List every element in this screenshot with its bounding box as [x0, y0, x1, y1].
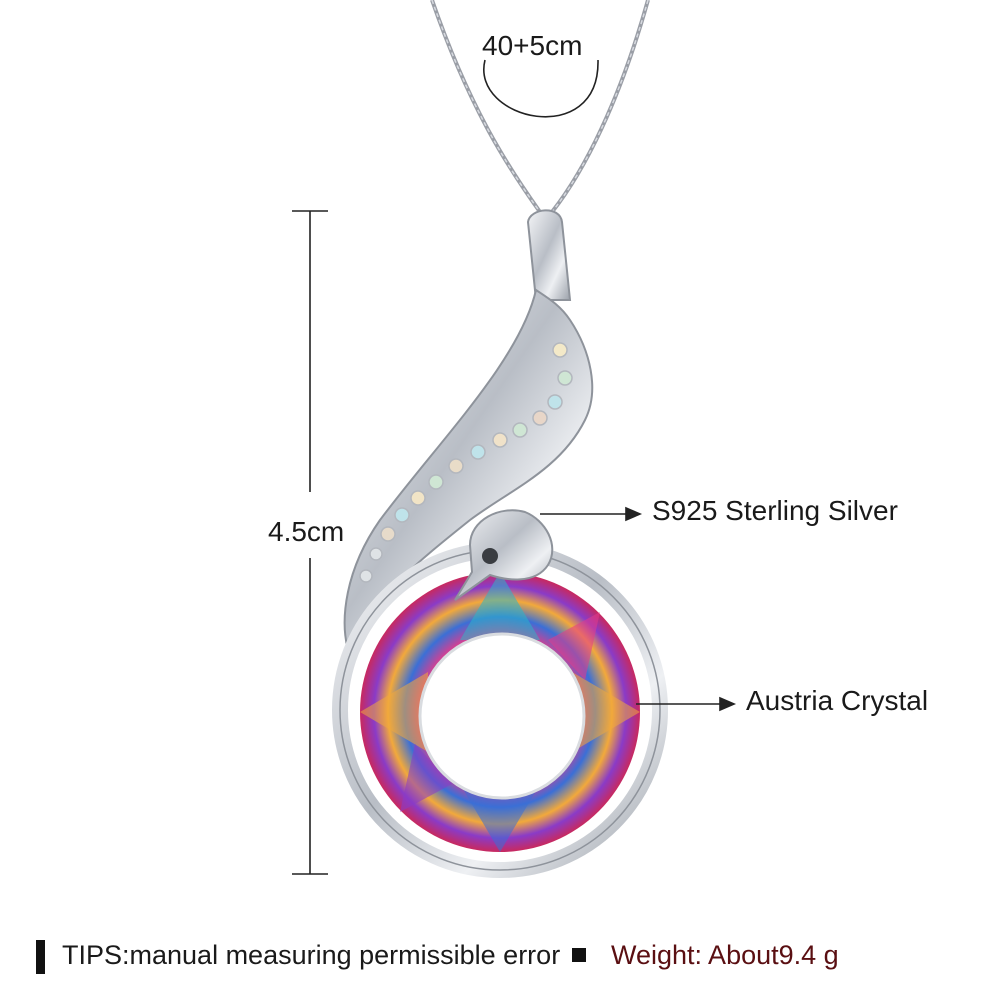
crystal-center-hole [418, 632, 586, 800]
pendant-bail [526, 209, 572, 301]
chain-length-label: 40+5cm [482, 30, 583, 61]
silver-arrow [540, 506, 643, 522]
weight-text: Weight: About9.4 g [611, 940, 839, 970]
weight-marker [572, 948, 586, 962]
phoenix-head [454, 509, 554, 601]
phoenix-wing [343, 288, 594, 654]
phoenix-eye [482, 548, 498, 564]
crystal-facets [360, 572, 640, 852]
chain-length-arc [483, 59, 599, 118]
crystal-label: Austria Crystal [746, 685, 929, 716]
crystal-arrow [636, 696, 737, 712]
metal-label: S925 Sterling Silver [652, 495, 898, 526]
pendant-height-label: 4.5cm [268, 516, 345, 547]
height-dimension [292, 210, 328, 875]
tips-marker [36, 940, 45, 974]
tips-text: TIPS:manual measuring permissible error [62, 940, 561, 970]
crystal-studs [359, 342, 573, 583]
chain-highlight [431, 0, 649, 213]
